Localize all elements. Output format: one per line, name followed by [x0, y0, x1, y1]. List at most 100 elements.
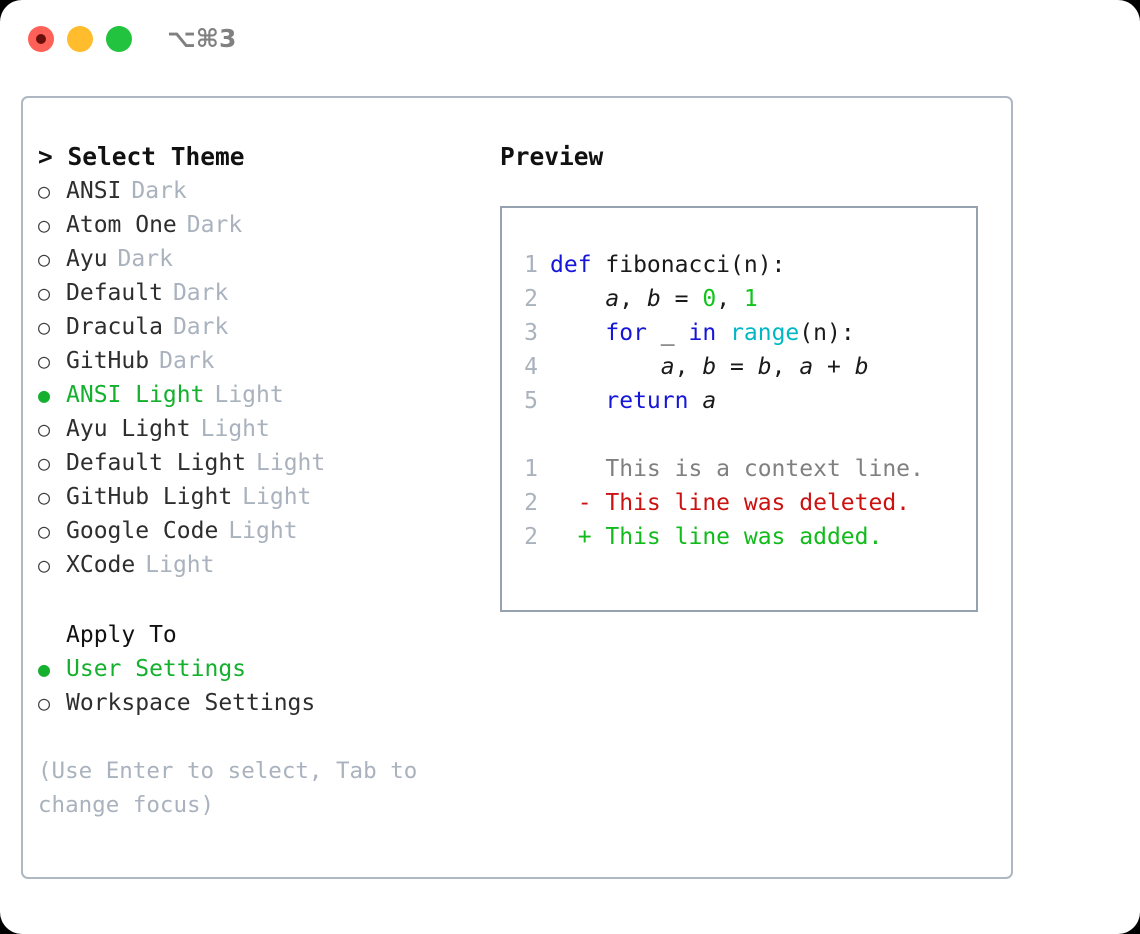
diff-text: This line was deleted. — [605, 490, 911, 516]
code-token: 0 — [702, 286, 717, 312]
code-token: a — [605, 286, 620, 312]
theme-list-item[interactable]: ● ANSI Light Light — [38, 378, 488, 412]
apply-to-label: Workspace Settings — [66, 690, 316, 716]
theme-name: ANSI Light — [66, 382, 205, 408]
code-token: + — [813, 354, 855, 380]
code-token — [716, 320, 730, 346]
code-token: = — [660, 286, 703, 312]
theme-list-item[interactable]: ○ Ayu Dark — [38, 242, 488, 276]
window-controls — [28, 26, 132, 52]
theme-name: Ayu — [66, 246, 108, 272]
theme-name: XCode — [66, 552, 136, 578]
code-token: a — [799, 354, 814, 380]
diff-line: 2 + This line was added. — [524, 520, 924, 554]
theme-list-item[interactable]: ○ GitHub Light Light — [38, 480, 488, 514]
line-number: 3 — [524, 320, 538, 346]
apply-to-heading: Apply To — [66, 622, 177, 648]
theme-variant-badge: Light — [214, 382, 284, 408]
theme-list-item[interactable]: ○ ANSI Dark — [38, 174, 488, 208]
line-number: 2 — [524, 524, 538, 550]
code-token — [688, 388, 702, 414]
apply-to-list: ● User Settings ○ Workspace Settings — [38, 652, 488, 720]
code-token: b — [646, 286, 661, 312]
radio-unselected-icon[interactable]: ○ — [38, 417, 51, 441]
theme-name: Default Light — [66, 450, 247, 476]
diff-line: 2 - This line was deleted. — [524, 486, 924, 520]
theme-name: GitHub — [66, 348, 150, 374]
radio-unselected-icon[interactable]: ○ — [38, 691, 51, 715]
window-title: ⌥⌘3 — [167, 24, 237, 53]
radio-selected-icon[interactable]: ● — [38, 383, 51, 407]
code-token: for — [605, 320, 647, 346]
line-number: 1 — [524, 252, 538, 278]
code-token: , — [619, 286, 647, 312]
apply-to-item[interactable]: ● User Settings — [38, 652, 488, 686]
theme-variant-badge: Dark — [186, 212, 243, 238]
theme-name: Google Code — [66, 518, 219, 544]
theme-name: GitHub Light — [66, 484, 233, 510]
line-number: 5 — [524, 388, 538, 414]
radio-selected-icon[interactable]: ● — [38, 657, 51, 681]
code-token: 1 — [743, 286, 758, 312]
theme-variant-badge: Dark — [131, 178, 187, 204]
code-token: , — [716, 286, 744, 312]
radio-unselected-icon[interactable]: ○ — [38, 315, 51, 339]
maximize-button[interactable] — [106, 26, 132, 52]
code-token: range — [730, 320, 800, 346]
theme-name: Atom One — [66, 212, 177, 238]
theme-variant-badge: Light — [228, 518, 298, 544]
code-token: b — [702, 354, 717, 380]
code-line: 5 return a — [524, 384, 924, 418]
code-token: in — [688, 320, 717, 346]
theme-variant-badge: Dark — [159, 348, 215, 374]
theme-list-item[interactable]: ○ Atom One Dark — [38, 208, 488, 242]
theme-variant-badge: Dark — [172, 280, 229, 306]
theme-variant-badge: Light — [200, 416, 270, 442]
theme-list-item[interactable]: ○ XCode Light — [38, 548, 488, 582]
theme-list-item[interactable]: ○ GitHub Dark — [38, 344, 488, 378]
code-token — [550, 388, 605, 414]
theme-name: Dracula — [66, 314, 163, 340]
code-token: _ — [646, 320, 689, 346]
theme-list-item[interactable]: ○ Google Code Light — [38, 514, 488, 548]
code-token: (n): — [799, 320, 855, 346]
diff-sign — [550, 456, 605, 482]
radio-unselected-icon[interactable]: ○ — [38, 213, 51, 237]
radio-unselected-icon[interactable]: ○ — [38, 451, 51, 475]
apply-to-label: User Settings — [66, 656, 247, 682]
radio-unselected-icon[interactable]: ○ — [38, 553, 51, 577]
apply-to-item[interactable]: ○ Workspace Settings — [38, 686, 488, 720]
theme-variant-badge: Dark — [117, 246, 173, 272]
radio-unselected-icon[interactable]: ○ — [38, 247, 51, 271]
theme-variant-badge: Light — [242, 484, 312, 510]
diff-line: 1 This is a context line. — [524, 452, 924, 486]
theme-list-item[interactable]: ○ Dracula Dark — [38, 310, 488, 344]
line-number: 2 — [524, 490, 538, 516]
radio-unselected-icon[interactable]: ○ — [38, 485, 51, 509]
keyboard-hint: (Use Enter to select, Tab to change focu… — [38, 758, 431, 818]
minimize-button[interactable] — [67, 26, 93, 52]
diff-sign: + — [550, 524, 606, 550]
diff-text: This is a context line. — [605, 456, 924, 482]
theme-variant-badge: Light — [145, 552, 215, 578]
code-line: 3 for _ in range(n): — [524, 316, 924, 350]
line-number: 4 — [524, 354, 538, 380]
theme-variant-badge: Dark — [172, 314, 229, 340]
radio-unselected-icon[interactable]: ○ — [38, 349, 51, 373]
code-token: b — [854, 354, 869, 380]
radio-unselected-icon[interactable]: ○ — [38, 179, 51, 203]
close-button[interactable] — [28, 26, 54, 52]
code-token — [550, 320, 605, 346]
radio-unselected-icon[interactable]: ○ — [38, 281, 51, 305]
code-token: = — [716, 354, 758, 380]
theme-name: ANSI — [66, 178, 122, 204]
line-number: 2 — [524, 286, 538, 312]
radio-unselected-icon[interactable]: ○ — [38, 519, 51, 543]
preview-column: Preview — [500, 140, 1000, 174]
code-line: 2 a, b = 0, 1 — [524, 282, 924, 316]
